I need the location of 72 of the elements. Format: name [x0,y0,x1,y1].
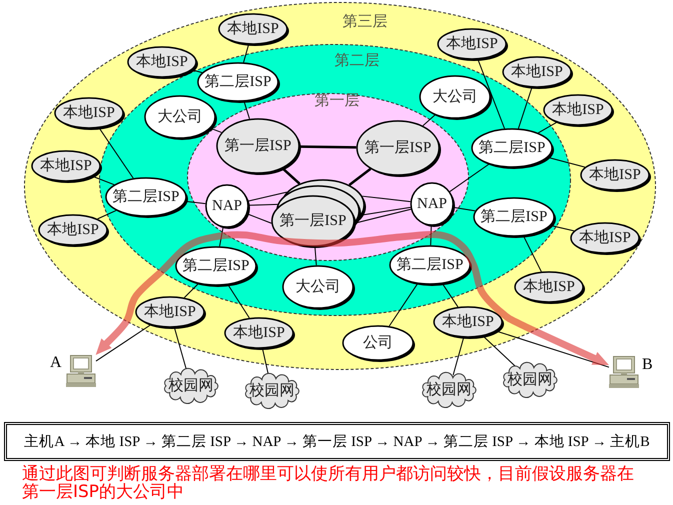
connector-line [388,283,418,327]
connector-line [185,200,206,204]
connector-line [210,128,222,133]
connector-line [442,283,458,308]
host-label: B [642,356,653,374]
connector-line [452,206,476,212]
layer-label: 第一层 [314,92,360,110]
connector-line [538,122,557,134]
connector-line [246,213,272,224]
connector-line [547,156,586,168]
ellipse-node: 第二层ISP [197,62,281,104]
ellipse-node: 本地ISP [514,271,586,305]
ellipse-node: 大公司 [419,75,493,121]
connector-line [248,204,278,206]
ellipse-node: 本地ISP [502,56,574,90]
ellipse-node: 本地ISP [218,13,290,47]
connector-line [550,225,575,232]
ellipse-node: 本地ISP [543,94,615,128]
ellipse-node: 本地ISP [54,97,126,131]
connector-line [482,336,517,368]
connector-line [452,337,464,376]
ellipse-node: 第二层ISP [473,197,557,239]
connector-line [192,69,203,74]
ellipse-node: 第一层ISP [356,120,442,178]
connector-line [430,225,432,246]
ellipse-node: 大公司 [144,95,218,141]
ellipse-node: 本地ISP [31,150,103,184]
connector-line [449,164,490,192]
caption-text: 通过此图可判断服务器部署在哪里可以使所有用户都访问较快，目前假设服务器在第一层ISP的大公司中 [22,466,635,501]
ellipse-node: 本地ISP [38,214,110,248]
ellipse-node: 本地ISP [135,296,207,330]
connector-line [97,210,117,220]
connector-line [248,192,288,202]
connector-line [523,236,542,272]
connector-line [362,196,411,202]
ellipse-node: 大公司 [282,265,356,311]
route-box: 主机A → 本地 ISP → 第二层 ISP → NAP → 第一层 ISP → NAP → 第二层 ISP → 本地 ISP → 主机B [4,422,670,461]
connector-line [92,176,115,186]
connector-line [243,44,250,63]
ellipse-node: 第二层ISP [471,128,555,170]
connector-line [228,284,250,318]
connector-line [477,59,506,130]
ellipse-node: NAP [205,184,251,230]
connector-line [300,145,356,149]
ellipse-node: 第一层ISP [216,118,302,176]
ellipse-node: 本地ISP [570,222,642,256]
ellipse-node: 第二层ISP [175,246,259,288]
connector-line [282,167,300,185]
ellipse-node: NAP [410,182,456,228]
connector-line [96,324,151,362]
connector-line [496,330,610,368]
ellipse-node: 公司 [342,325,416,363]
ellipse-node: 第二层ISP [105,177,189,219]
ellipse-node: 本地ISP [127,46,199,80]
route-arrow [96,231,609,366]
layer-label: 第二层 [334,52,380,70]
host-label: A [50,354,62,372]
connector-line [314,246,317,266]
ellipse-node: 本地ISP [224,317,296,351]
ellipse-node: 本地ISP [580,159,652,193]
connector-line [98,128,134,179]
connector-line [184,283,199,298]
connector-line [244,101,250,120]
ellipse-node: 第二层ISP [389,245,473,287]
connector-line [518,87,532,129]
ellipse-node: 本地ISP [437,28,509,62]
band-ellipse [24,2,656,370]
layer-label: 第三层 [342,13,388,31]
connector-line [348,168,372,186]
connector-line [422,114,436,126]
connector-line [219,226,224,247]
ellipse-node: 本地ISP [433,306,505,340]
